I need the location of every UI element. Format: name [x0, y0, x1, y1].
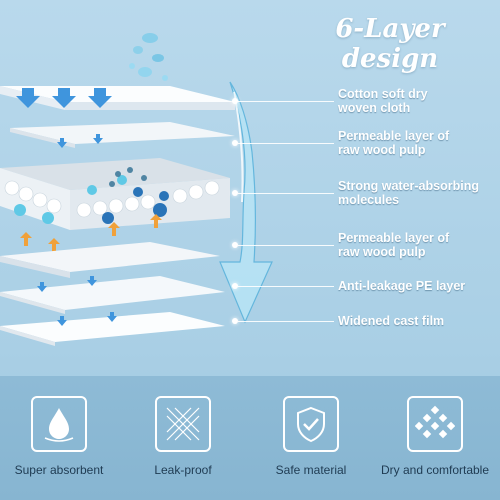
shield-check-icon: [283, 396, 339, 452]
connector-dot: [232, 242, 238, 248]
down-arrows-top: [16, 88, 112, 108]
mesh-icon: [155, 396, 211, 452]
up-arrows-orange: [20, 214, 162, 252]
layer-stack-illustration: [0, 33, 235, 346]
layer-label-row-3: Strong water-absorbing molecules: [232, 178, 500, 208]
feature-label: Leak-proof: [154, 463, 212, 477]
connector-dot: [232, 190, 238, 196]
connector-dot: [232, 318, 238, 324]
layer-label-row-5: Anti-leakage PE layer: [232, 271, 500, 301]
layer-absorbing-molecules: [0, 158, 230, 230]
feature-safe-material: Safe material: [256, 396, 366, 477]
water-splash: [129, 33, 168, 81]
layer-label: Widened cast film: [338, 314, 445, 328]
layer-label-row-2: Permeable layer of raw wood pulp: [232, 128, 500, 158]
layer-wood-pulp-1: [10, 122, 235, 148]
layer-label: Cotton soft dry woven cloth: [338, 87, 428, 115]
features-band: Super absorbent Leak-proof Safe ma: [0, 376, 500, 500]
connector-line: [238, 143, 334, 144]
feature-dry-comfortable: Dry and comfortable: [380, 396, 490, 477]
layer-pe: [0, 276, 225, 314]
connector-line: [238, 101, 334, 102]
layer-wood-pulp-2: [0, 242, 220, 278]
grid-dots-icon: [407, 396, 463, 452]
connector-dot: [232, 140, 238, 146]
layer-label: Permeable layer of raw wood pulp: [338, 129, 450, 157]
connector-line: [238, 321, 334, 322]
down-arrows-small: [37, 134, 117, 326]
layer-label: Permeable layer of raw wood pulp: [338, 231, 450, 259]
layer-label-row-1: Cotton soft dry woven cloth: [232, 86, 500, 116]
layer-cast-film: [0, 312, 225, 346]
feature-label: Dry and comfortable: [380, 463, 490, 477]
layer-label: Anti-leakage PE layer: [338, 279, 466, 293]
connector-dot: [232, 283, 238, 289]
feature-leak-proof: Leak-proof: [128, 396, 238, 477]
droplet-icon: [31, 396, 87, 452]
layer-label: Strong water-absorbing molecules: [338, 179, 479, 207]
layer-label-row-4: Permeable layer of raw wood pulp: [232, 230, 500, 260]
connector-line: [238, 245, 334, 246]
connector-line: [238, 193, 334, 194]
connector-dot: [232, 98, 238, 104]
page-title: 6-Layer design: [335, 14, 445, 74]
connector-line: [238, 286, 334, 287]
feature-super-absorbent: Super absorbent: [4, 396, 114, 477]
feature-label: Safe material: [275, 463, 347, 477]
layer-label-row-6: Widened cast film: [232, 306, 500, 336]
feature-label: Super absorbent: [14, 463, 104, 477]
